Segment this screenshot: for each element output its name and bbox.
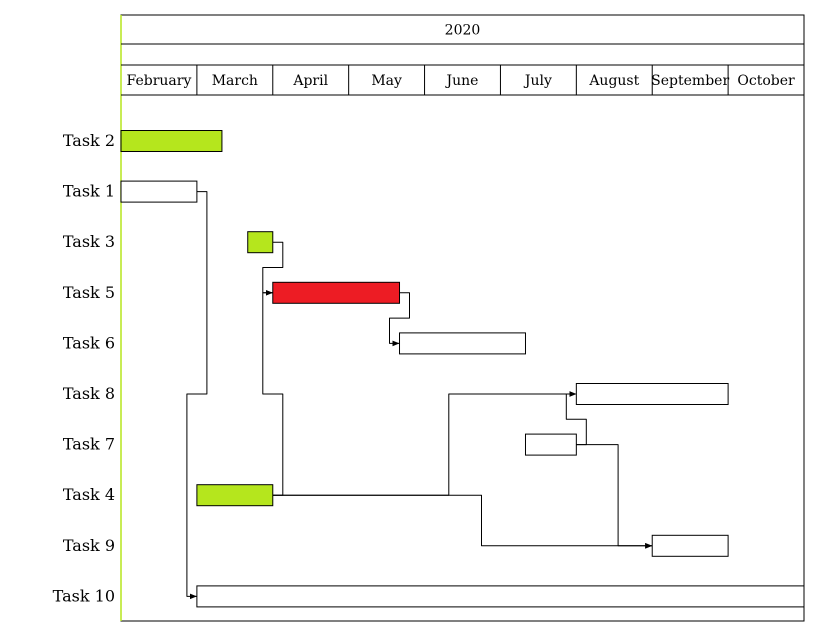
month-label-july: July <box>523 73 552 89</box>
month-label-march: March <box>212 73 258 89</box>
task-label-t8: Task 8 <box>63 384 115 403</box>
task-label-t5: Task 5 <box>63 283 115 302</box>
task-bar-t7 <box>524 433 577 456</box>
dependency-t4-t9 <box>272 494 653 549</box>
month-label-october: October <box>737 73 795 89</box>
task-label-t3: Task 3 <box>63 232 115 251</box>
month-label-april: April <box>292 73 328 89</box>
task-bar-t2 <box>120 130 223 152</box>
dependency-t1-t10 <box>186 191 208 600</box>
task-bar-t4 <box>196 484 274 507</box>
month-label-august: August <box>588 73 639 89</box>
task-label-t6: Task 6 <box>63 333 115 352</box>
task-bar-t9 <box>651 534 729 557</box>
task-label-t4: Task 4 <box>63 485 115 504</box>
dependency-t5-t6 <box>389 292 410 347</box>
task-bar-t8 <box>575 383 729 405</box>
month-label-may: May <box>371 73 402 89</box>
task-label-t10: Task 10 <box>53 586 115 605</box>
task-label-t2: Task 2 <box>63 131 115 150</box>
task-bar-t10 <box>196 585 805 608</box>
task-label-t1: Task 1 <box>63 182 115 201</box>
task-label-t7: Task 7 <box>63 435 115 454</box>
task-label-t9: Task 9 <box>63 536 115 555</box>
month-label-june: June <box>445 73 479 89</box>
task-bar-t1 <box>120 180 198 203</box>
task-bar-t5 <box>272 281 401 304</box>
dependency-t7-t9 <box>576 444 653 549</box>
chart-frame <box>120 14 805 622</box>
task-bar-t6 <box>399 332 526 355</box>
month-label-february: February <box>127 73 192 89</box>
dependency-t4-t5 <box>262 290 284 496</box>
year-label: 2020 <box>445 23 481 39</box>
month-label-september: September <box>651 73 729 89</box>
task-bar-t3 <box>247 231 274 254</box>
